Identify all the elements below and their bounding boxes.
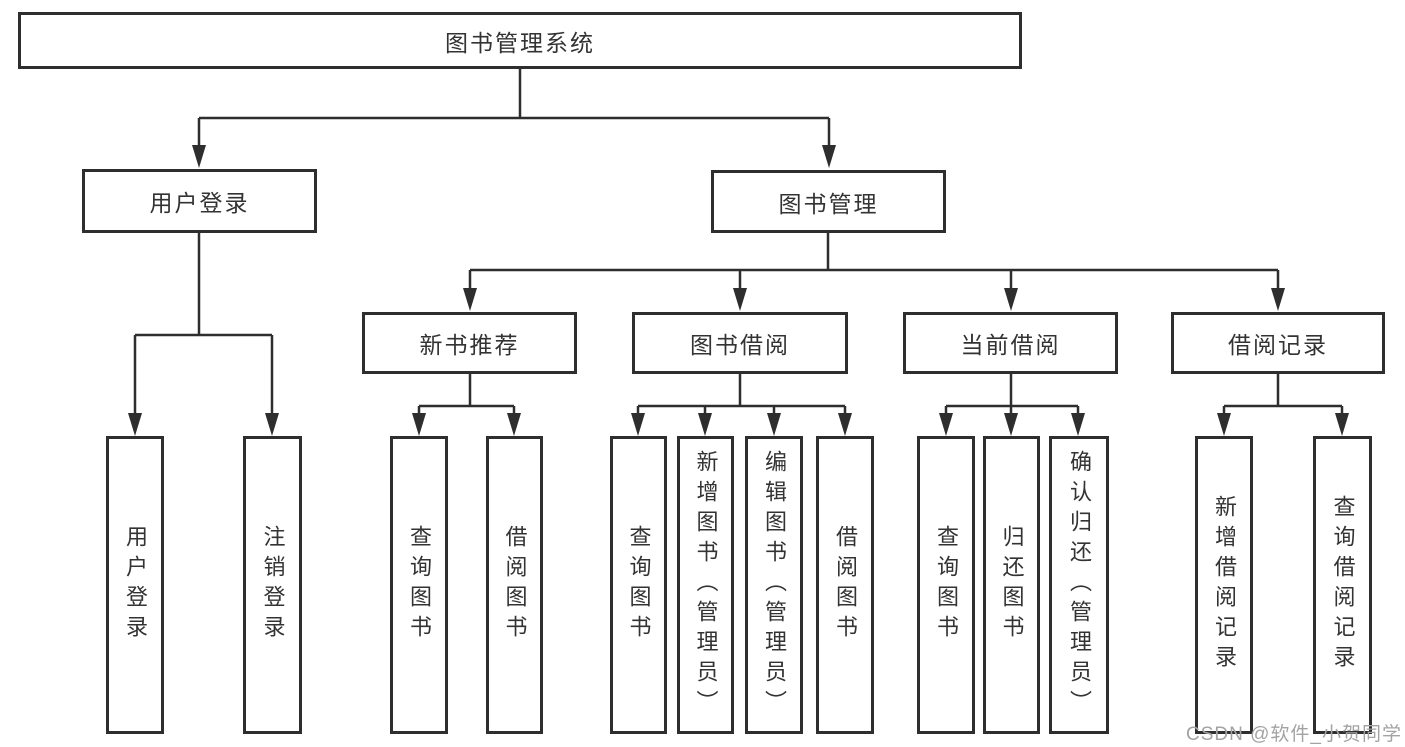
- node-user-login: 用户登录: [82, 169, 317, 233]
- node-book-management: 图书管理: [711, 170, 946, 233]
- leaf-query-borrow-record: 查询借阅记录: [1313, 436, 1372, 734]
- leaf-add-books-admin: 新增图书（管理员）: [677, 436, 734, 734]
- leaf-borrow-books-recommend: 借阅图书: [486, 436, 543, 734]
- node-borrow-records: 借阅记录: [1171, 312, 1385, 374]
- node-root-system: 图书管理系统: [18, 12, 1022, 69]
- leaf-logout: 注销登录: [243, 436, 302, 734]
- leaf-borrow-books: 借阅图书: [816, 436, 874, 734]
- leaf-query-books-recommend: 查询图书: [390, 436, 448, 734]
- node-new-book-recommend: 新书推荐: [362, 312, 577, 374]
- leaf-query-books-current: 查询图书: [917, 436, 975, 734]
- leaf-edit-books-admin: 编辑图书（管理员）: [745, 436, 803, 734]
- leaf-query-books-borrow: 查询图书: [610, 436, 667, 734]
- leaf-user-login: 用户登录: [106, 436, 164, 734]
- node-book-borrow: 图书借阅: [632, 312, 848, 374]
- node-current-borrow: 当前借阅: [903, 312, 1118, 374]
- leaf-return-books: 归还图书: [983, 436, 1040, 734]
- leaf-confirm-return-admin: 确认归还（管理员）: [1049, 436, 1109, 734]
- leaf-add-borrow-record: 新增借阅记录: [1195, 436, 1253, 734]
